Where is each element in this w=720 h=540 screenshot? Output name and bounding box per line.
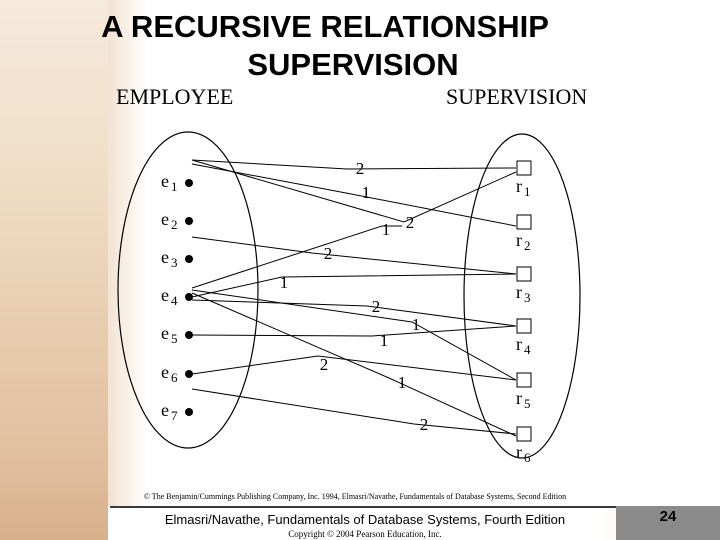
role-label-e5-r4: 1 <box>380 331 389 350</box>
employee-set-ellipse <box>117 131 259 449</box>
entity-dot-e1 <box>185 179 193 187</box>
relationship-box-r6 <box>516 426 532 442</box>
role-label-e5-r5: 1 <box>412 315 421 334</box>
entity-dot-e7 <box>185 408 193 416</box>
footer-copyright: Copyright © 2004 Pearson Education, Inc. <box>288 529 442 539</box>
entity-dot-e2 <box>185 217 193 225</box>
employee-set-label: EMPLOYEE <box>116 84 234 109</box>
role-label-e4-r3: 1 <box>280 273 289 292</box>
role-label-e2-r3: 2 <box>324 244 333 263</box>
edge-e4-r6 <box>191 292 517 437</box>
role-label-e6-r5: 2 <box>320 355 329 374</box>
role-label-e7-r6: 2 <box>420 415 429 434</box>
entity-dot-e3 <box>185 255 193 263</box>
supervision-set-ellipse <box>463 133 581 459</box>
edge-e2-r1 <box>191 159 517 223</box>
edge-e5-r4 <box>191 325 517 337</box>
slide-title-line2: SUPERVISION <box>247 47 459 82</box>
relationship-box-r1 <box>516 160 532 176</box>
relationship-box-r2 <box>516 214 532 230</box>
entity-dot-e4 <box>185 293 193 301</box>
role-label-e4-r4: 2 <box>372 297 381 316</box>
relationship-box-r4 <box>516 318 532 334</box>
role-label-e3-r2: 1 <box>382 220 391 239</box>
page-number: 24 <box>616 506 720 540</box>
edge-e2-r3 <box>191 236 517 275</box>
decorative-background-strip <box>0 0 148 540</box>
footer-divider <box>110 506 720 508</box>
entity-dot-e5 <box>185 331 193 339</box>
relationship-box-r3 <box>516 266 532 282</box>
edge-e1-r2 <box>191 163 517 227</box>
edge-e3-r2 <box>191 225 402 289</box>
edge-e7-r6 <box>191 388 517 435</box>
source-copyright: © The Benjamin/Cummings Publishing Compa… <box>143 492 567 501</box>
role-label-e1-r2: 1 <box>362 183 371 202</box>
edge-e1-r1 <box>191 159 517 170</box>
edge-e4-r4 <box>191 299 517 327</box>
edge-e4-r3 <box>191 273 517 298</box>
edge-e6-r5 <box>191 355 517 381</box>
entity-dot-e6 <box>185 370 193 378</box>
role-label-e1-r1: 2 <box>356 159 365 178</box>
relationship-box-r5 <box>516 372 532 388</box>
role-label-e4-r6: 1 <box>398 373 407 392</box>
supervision-set-label: SUPERVISION <box>446 84 588 109</box>
footer-text: Elmasri/Navathe, Fundamentals of Databas… <box>164 512 566 527</box>
slide-title-line1: A RECURSIVE RELATIONSHIP <box>101 9 549 44</box>
edge-e5-r5 <box>191 289 517 381</box>
role-label-e2-r1: 2 <box>406 213 415 232</box>
